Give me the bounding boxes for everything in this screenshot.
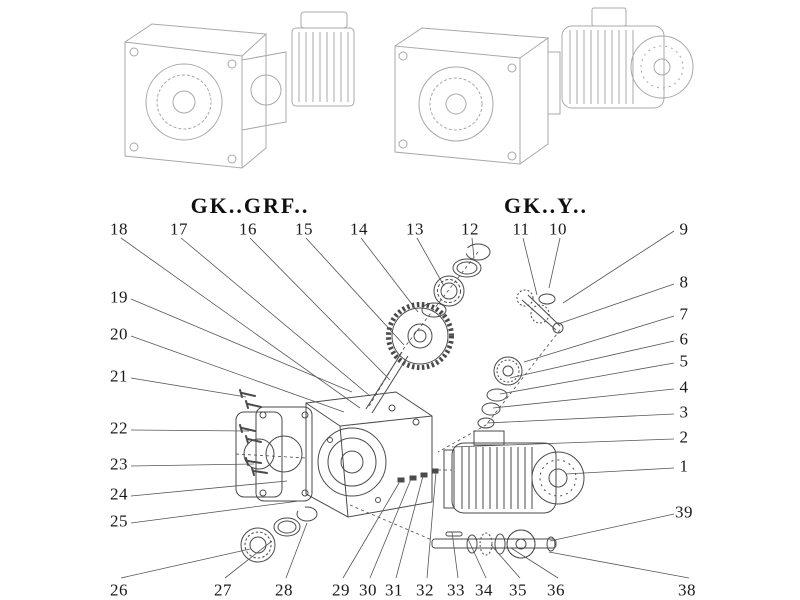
callout-1: 1 — [679, 456, 689, 476]
callout-16: 16 — [239, 219, 257, 239]
callout-21: 21 — [110, 366, 128, 386]
callout-7: 7 — [679, 304, 689, 324]
output-gear-shaft-drawing — [365, 302, 454, 414]
bottom-left-bearing-drawing — [240, 506, 318, 563]
flange-and-gasket-drawing — [235, 406, 313, 502]
callout-26: 26 — [110, 580, 128, 600]
callout-28: 28 — [275, 580, 293, 600]
callout-10: 10 — [549, 219, 567, 239]
callout-3: 3 — [679, 402, 689, 422]
housing-drawing — [305, 391, 433, 518]
callout-35: 35 — [509, 580, 527, 600]
screws-drawing — [397, 468, 439, 483]
y-gearmotor-drawing — [394, 7, 694, 165]
callout-18: 18 — [110, 219, 128, 239]
callout-29: 29 — [332, 580, 350, 600]
grf-gearbox-drawing — [124, 11, 355, 169]
motor-drawing — [443, 430, 585, 514]
callout-12: 12 — [461, 219, 479, 239]
input-pinion-drawing — [477, 289, 564, 429]
variant-label-grf: GK..GRF.. — [190, 193, 310, 218]
bearing-rings-drawing — [421, 243, 491, 318]
callout-4: 4 — [679, 377, 689, 397]
callout-39: 39 — [675, 502, 693, 522]
bolts-drawing — [239, 389, 268, 476]
callout-25: 25 — [110, 511, 128, 531]
callout-15: 15 — [295, 219, 313, 239]
callout-8: 8 — [679, 272, 689, 292]
callout-19: 19 — [110, 287, 128, 307]
callout-13: 13 — [406, 219, 424, 239]
callout-14: 14 — [350, 219, 368, 239]
callout-23: 23 — [110, 454, 128, 474]
callout-38: 38 — [678, 580, 696, 600]
callout-36: 36 — [547, 580, 565, 600]
assembly-axis-lines — [235, 251, 561, 541]
callout-5: 5 — [679, 351, 689, 371]
variant-label-y: GK..Y.. — [503, 193, 589, 218]
callout-6: 6 — [679, 329, 689, 349]
callout-11: 11 — [512, 219, 530, 239]
leader-lines — [120, 230, 690, 579]
callout-17: 17 — [170, 219, 188, 239]
bottom-shaft-kit-drawing — [431, 529, 557, 559]
callout-30: 30 — [359, 580, 377, 600]
exploded-view-drawing — [235, 243, 585, 563]
callout-22: 22 — [110, 418, 128, 438]
callout-33: 33 — [447, 580, 465, 600]
callout-24: 24 — [110, 484, 128, 504]
callout-20: 20 — [110, 324, 128, 344]
callout-9: 9 — [679, 219, 689, 239]
callout-2: 2 — [679, 427, 689, 447]
callout-31: 31 — [385, 580, 403, 600]
callout-34: 34 — [475, 580, 493, 600]
callout-32: 32 — [416, 580, 434, 600]
callout-27: 27 — [214, 580, 232, 600]
